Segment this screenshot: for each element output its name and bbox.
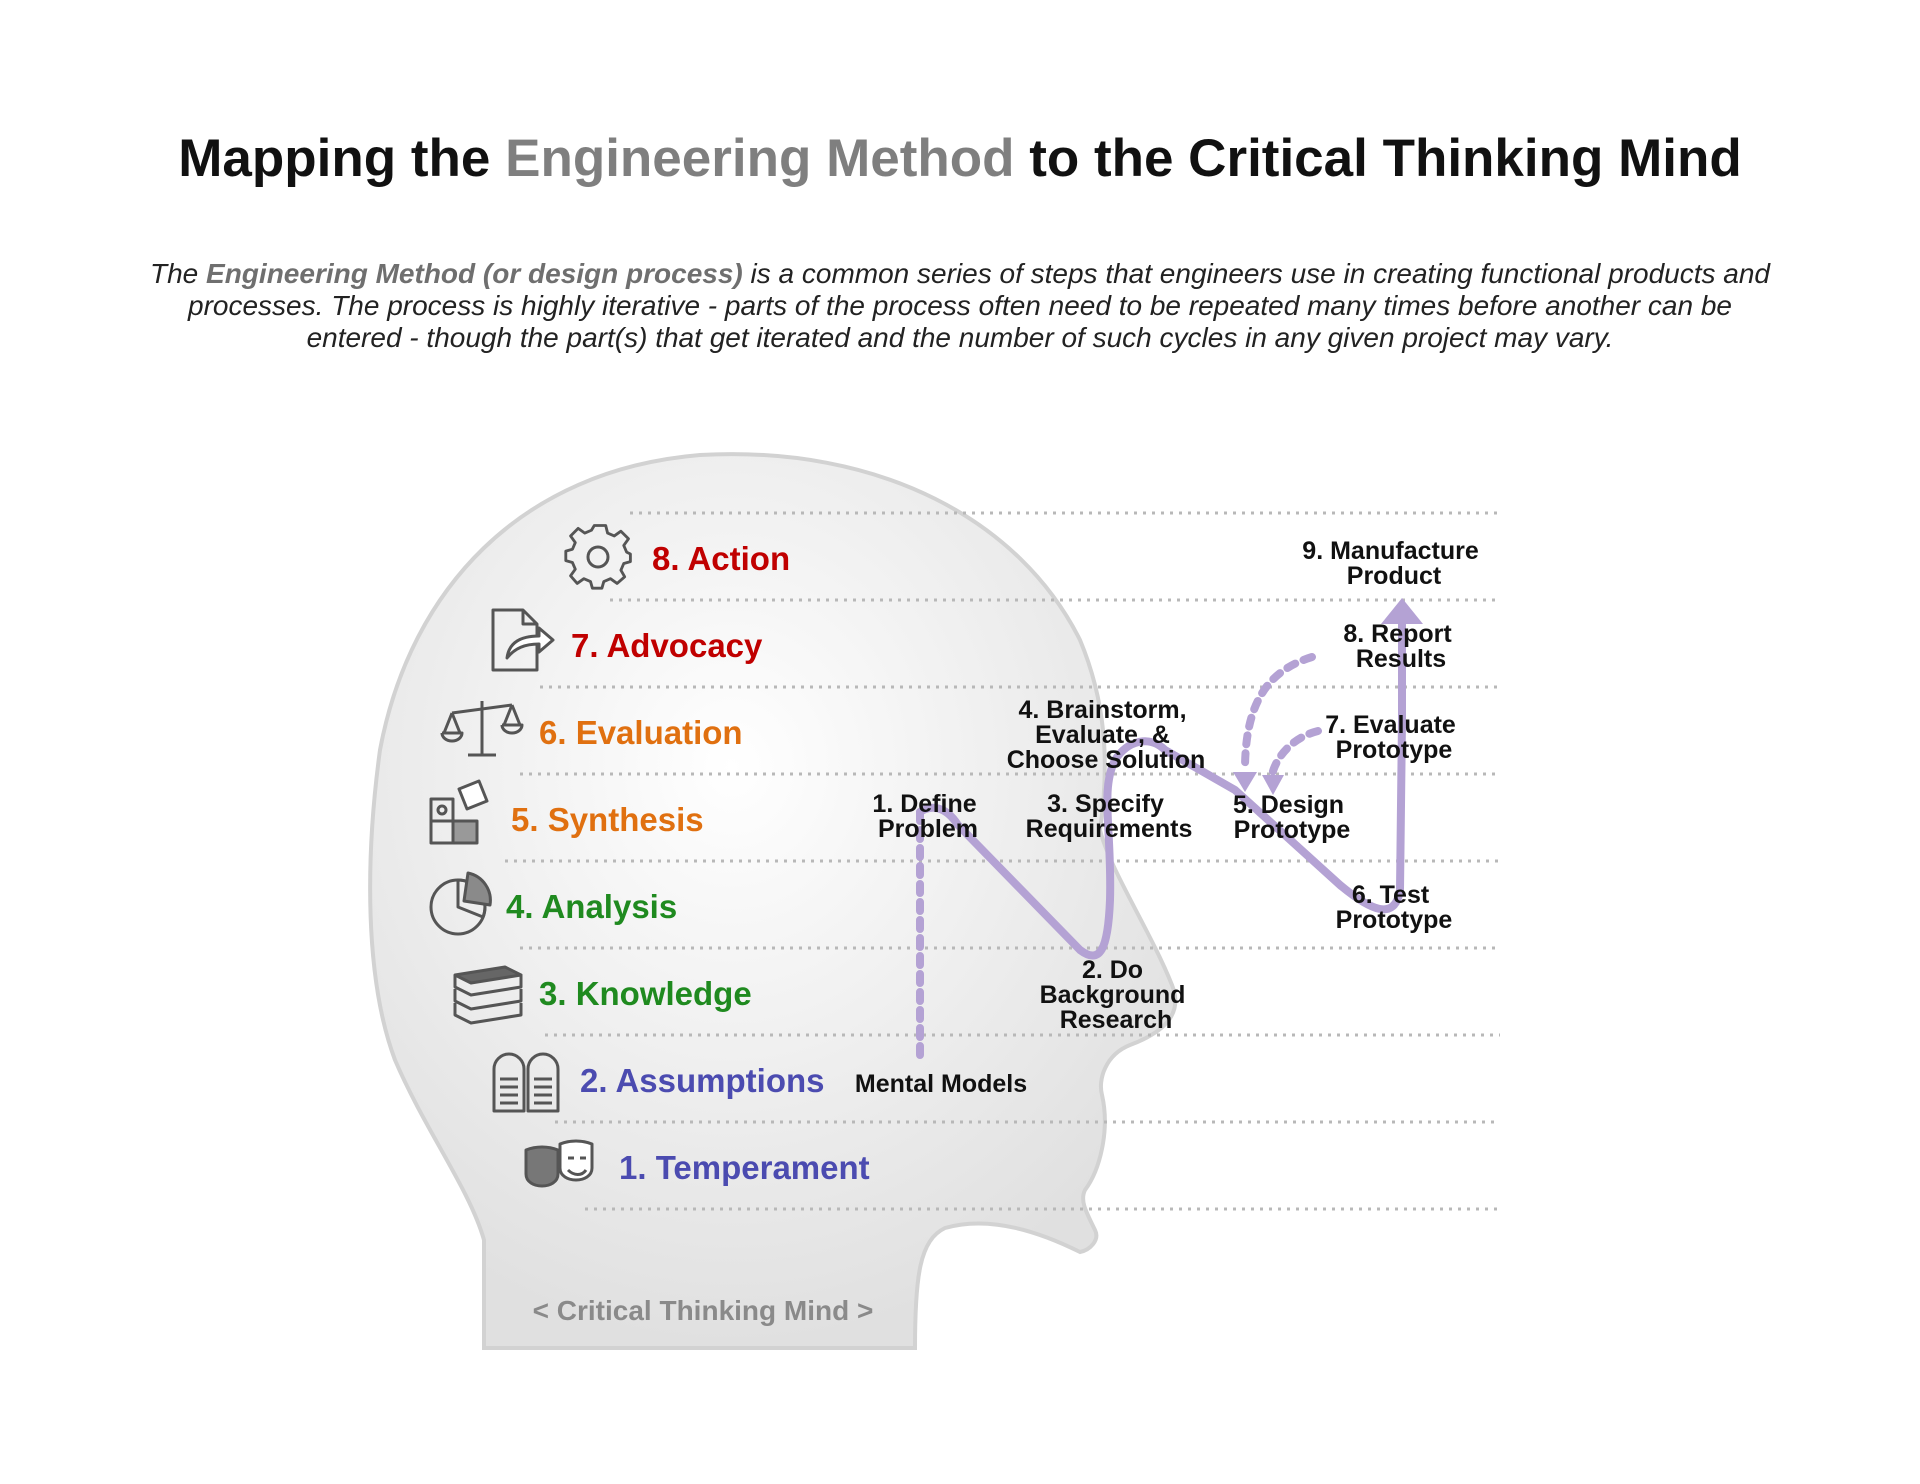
step-evaluate-prototype: 7. Evaluate Prototype xyxy=(1325,711,1463,764)
intro-lead: The xyxy=(150,258,207,289)
feedback-path-report xyxy=(1241,653,1316,774)
title-highlight: Engineering Method xyxy=(505,129,1015,188)
level-label-evaluation: 6. Evaluation xyxy=(539,714,743,751)
arrowhead-report xyxy=(1233,772,1257,792)
level-label-synthesis: 5. Synthesis xyxy=(511,801,704,838)
intro-bold: Engineering Method (or design process) xyxy=(206,258,743,289)
arrowhead-manufacture xyxy=(1381,598,1423,624)
level-label-advocacy: 7. Advocacy xyxy=(571,627,763,664)
step-manufacture-product: 9. Manufacture Product xyxy=(1302,537,1485,590)
level-label-assumptions: 2. Assumptions xyxy=(580,1062,825,1099)
intro-paragraph: The Engineering Method (or design proces… xyxy=(150,258,1770,354)
gear-icon xyxy=(564,524,632,590)
main-path-line xyxy=(916,616,1406,960)
scales-icon xyxy=(440,701,524,757)
arrowhead-evaluate xyxy=(1262,775,1284,795)
level-label-analysis: 4. Analysis xyxy=(506,888,677,925)
step-define-problem: 1. Define Problem xyxy=(872,790,983,843)
step-specify-requirements: 3. Specify Requirements xyxy=(1026,790,1193,843)
level-label-temperament: 1. Temperament xyxy=(619,1149,870,1186)
process-path xyxy=(916,616,1406,1059)
pie-chart-icon xyxy=(429,871,492,936)
step-report-results: 8. Report Results xyxy=(1343,620,1458,673)
step-design-prototype: 5. Design Prototype xyxy=(1233,791,1351,844)
head-silhouette xyxy=(368,452,1178,1350)
critical-thinking-mind-label: < Critical Thinking Mind > xyxy=(533,1295,874,1326)
title-part2: to the Critical Thinking Mind xyxy=(1014,129,1742,188)
level-dividers xyxy=(505,511,1500,1211)
page-title: Mapping the Engineering Method to the Cr… xyxy=(0,128,1920,189)
books-icon xyxy=(453,965,523,1025)
level-label-knowledge: 3. Knowledge xyxy=(539,975,752,1012)
theater-masks-icon xyxy=(524,1139,594,1188)
step-brainstorm: 4. Brainstorm, Evaluate, & Choose Soluti… xyxy=(1007,696,1206,774)
step-background-research: 2. Do Background Research xyxy=(1040,956,1193,1034)
intro-rest: is a common series of steps that enginee… xyxy=(188,258,1770,353)
tablets-icon xyxy=(492,1052,560,1113)
level-label-action: 8. Action xyxy=(652,540,790,577)
feedback-path-evaluate xyxy=(1268,727,1322,779)
arrowheads xyxy=(1233,598,1423,795)
mental-models-label: Mental Models xyxy=(855,1070,1027,1098)
puzzle-icon xyxy=(429,779,489,845)
level-labels: 8. Action 7. Advocacy 6. Evaluation 5. S… xyxy=(506,540,870,1186)
title-part1: Mapping the xyxy=(178,129,506,188)
step-test-prototype: 6. Test Prototype xyxy=(1336,881,1453,934)
document-share-icon xyxy=(491,608,555,672)
